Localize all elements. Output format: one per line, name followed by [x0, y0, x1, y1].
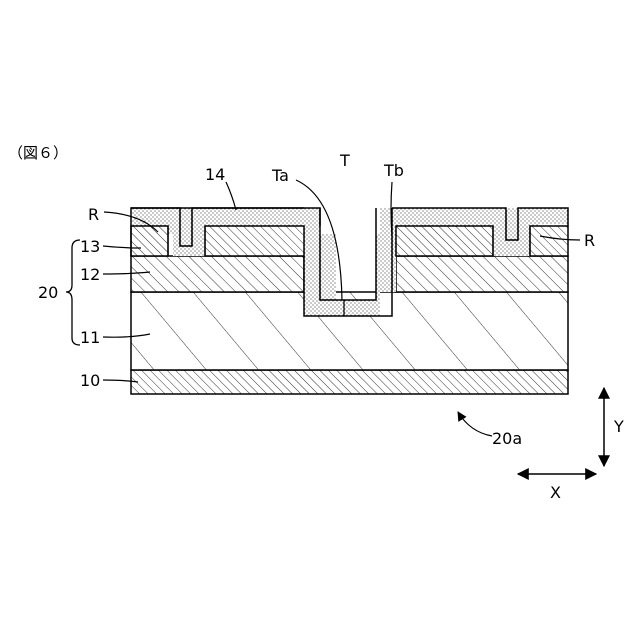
label-11: 11 [80, 328, 100, 347]
label-10: 10 [80, 371, 100, 390]
layer-13-center-right [396, 226, 493, 256]
layer-13-right [530, 226, 568, 256]
layer-13-left [131, 226, 168, 256]
label-12: 12 [80, 265, 100, 284]
leader-14 [226, 182, 236, 210]
figure-caption: （図６） [8, 144, 68, 162]
brace-20 [66, 240, 80, 345]
label-r-left: R [88, 205, 99, 224]
layer-13-center-left [205, 226, 304, 256]
label-20: 20 [38, 283, 58, 302]
layer-12-left [131, 256, 304, 292]
label-13: 13 [80, 237, 100, 256]
label-20a: 20a [492, 429, 522, 448]
axis-x-label: X [550, 483, 561, 502]
label-t: T [339, 151, 350, 170]
label-r-right: R [584, 231, 595, 250]
label-14: 14 [205, 165, 225, 184]
layer-12-right [396, 256, 568, 292]
label-ta: Ta [271, 166, 289, 185]
axis-y-label: Y [613, 417, 624, 436]
layer-10 [131, 370, 568, 394]
label-tb: Tb [383, 161, 404, 180]
arrow-20a [458, 412, 492, 436]
